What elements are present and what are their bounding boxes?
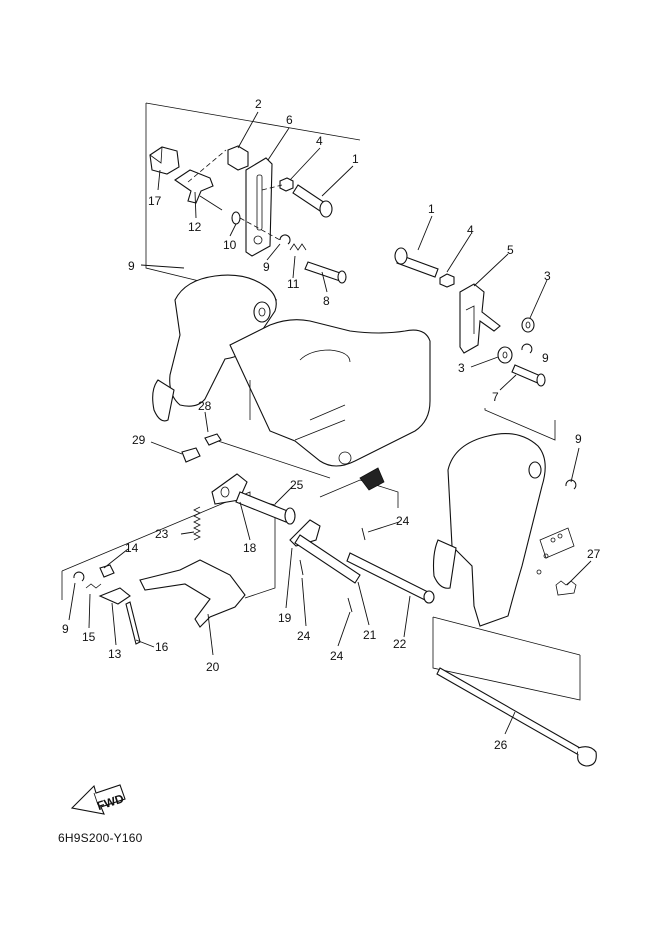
part-15-spring xyxy=(85,583,102,589)
right-upper-assembly xyxy=(394,247,546,387)
callout-24: 24 xyxy=(297,629,311,643)
part-27-spring xyxy=(555,580,577,596)
callout-22: 22 xyxy=(393,637,407,651)
callout-12: 12 xyxy=(188,220,202,234)
callout-3: 3 xyxy=(458,361,465,375)
callout-27: 27 xyxy=(587,547,601,561)
part-12-lever xyxy=(174,169,214,204)
part-24-pin-a xyxy=(361,527,366,541)
callout-29: 29 xyxy=(132,433,146,447)
callout-8: 8 xyxy=(323,294,330,308)
part-4-nut xyxy=(279,177,294,192)
part-28-clip xyxy=(204,433,222,446)
callout-2: 2 xyxy=(255,97,262,111)
part-24-pin-b xyxy=(299,559,304,576)
part-14-bolt xyxy=(99,564,115,578)
part-9-clip-right xyxy=(521,343,533,354)
part-9-clip-lower xyxy=(73,571,85,582)
callout-17: 17 xyxy=(148,194,162,208)
callout-7: 7 xyxy=(492,390,499,404)
callout-11: 11 xyxy=(287,277,300,291)
callout-15: 15 xyxy=(82,630,96,644)
callout-1: 1 xyxy=(428,202,435,216)
part-3-washer-upper xyxy=(521,317,535,333)
part-21-shaft xyxy=(294,534,361,584)
callout-24: 24 xyxy=(396,514,410,528)
part-11-spring xyxy=(289,243,307,251)
swivel-bracket-body xyxy=(152,274,431,491)
part-9-clip-upper xyxy=(279,234,291,245)
callout-5: 5 xyxy=(507,243,514,257)
lower-tilt-assembly xyxy=(73,433,597,767)
callout-4: 4 xyxy=(467,223,474,237)
callout-9: 9 xyxy=(128,259,135,273)
part-23-spring xyxy=(193,506,201,541)
callout-9: 9 xyxy=(62,622,69,636)
callout-9: 9 xyxy=(542,351,549,365)
part-3-washer-lower xyxy=(497,346,513,364)
reference-code: 6H9S200-Y160 xyxy=(58,831,143,845)
part-16-rod xyxy=(125,601,141,645)
part-4-nut-right xyxy=(439,273,455,288)
part-2-clip xyxy=(227,145,249,171)
callout-10: 10 xyxy=(223,238,237,252)
part-22-shaft xyxy=(346,552,431,602)
part-17-block xyxy=(149,146,180,175)
callout-13: 13 xyxy=(108,647,122,661)
callout-28: 28 xyxy=(198,399,212,413)
callout-14: 14 xyxy=(125,541,139,555)
callout-16: 16 xyxy=(155,640,169,654)
part-9-clip-clamp xyxy=(565,479,577,490)
callout-6: 6 xyxy=(286,113,293,127)
part-24-pin-c xyxy=(347,597,353,613)
part-5-bracket xyxy=(459,283,501,354)
callout-4: 4 xyxy=(316,134,323,148)
part-13-plate xyxy=(98,587,131,605)
leader-lines xyxy=(68,111,592,735)
part-10-washer xyxy=(231,211,241,225)
callout-18: 18 xyxy=(243,541,257,555)
callout-1: 1 xyxy=(352,152,359,166)
fwd-arrow-icon: FWD xyxy=(70,784,126,815)
callout-9: 9 xyxy=(575,432,582,446)
part-26-rod xyxy=(436,667,581,755)
callout-3: 3 xyxy=(544,269,551,283)
part-6-bracket xyxy=(245,157,273,257)
callout-25: 25 xyxy=(290,478,304,492)
callout-23: 23 xyxy=(155,527,169,541)
clamp-bracket-right xyxy=(432,433,577,627)
callout-24: 24 xyxy=(330,649,344,663)
callout-21: 21 xyxy=(363,628,377,642)
callout-9: 9 xyxy=(263,260,270,274)
callout-19: 19 xyxy=(278,611,292,625)
callout-labels: 2 6 4 1 17 12 10 9 11 8 9 1 4 5 3 9 3 7 … xyxy=(62,97,601,752)
callout-26: 26 xyxy=(494,738,508,752)
part-25-shaft xyxy=(235,491,291,523)
callout-20: 20 xyxy=(206,660,220,674)
part-20-lever xyxy=(139,559,246,628)
part-29-bolt xyxy=(181,447,201,463)
left-upper-assembly xyxy=(149,145,347,284)
